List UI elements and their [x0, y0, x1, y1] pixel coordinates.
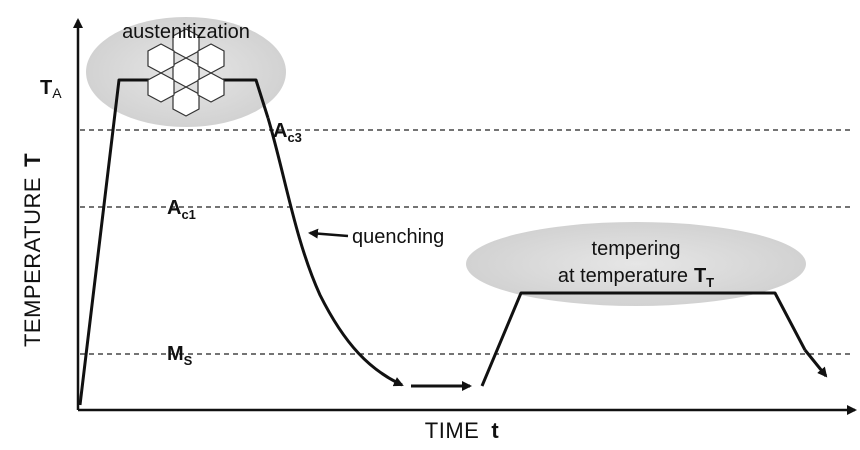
tempering-label-line1: tempering — [592, 238, 681, 260]
ac1-label: Ac1 — [167, 197, 196, 222]
quenching-pointer-arrow — [308, 228, 349, 239]
quenching-curve — [266, 117, 404, 387]
ms-label: MS — [167, 343, 193, 368]
cooling-arrow — [803, 349, 828, 378]
austenitization-label: austenitization — [122, 21, 250, 43]
ac3-label: Ac3 — [273, 120, 302, 145]
tempering-ellipse — [466, 222, 806, 306]
ta-label: TA — [40, 77, 62, 101]
austenite-grains-icon — [147, 28, 225, 117]
quenching-label: quenching — [352, 226, 444, 248]
y-axis-title: TEMPERATURET — [20, 153, 45, 347]
tempering-path — [480, 291, 807, 387]
